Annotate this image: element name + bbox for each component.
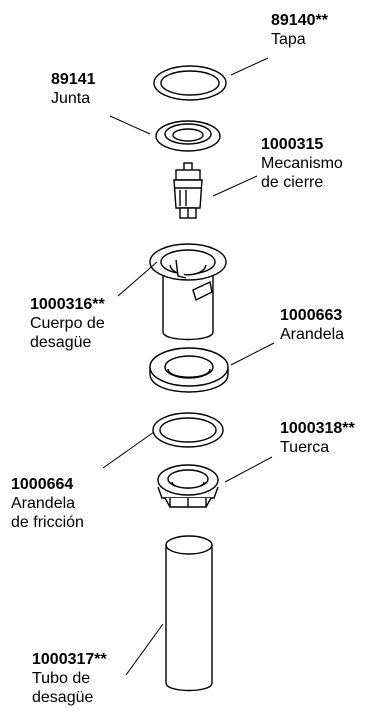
part-name-line2: de cierre [261, 174, 324, 191]
part-name-line2: de fricción [11, 514, 84, 531]
part-name-line2: desagüe [30, 334, 92, 351]
label-arandela-friccion: 1000664 Arandela de fricción [11, 475, 84, 532]
cuerpo-part [149, 243, 227, 341]
part-name: Arandela [11, 495, 76, 512]
part-number: 1000664 [11, 476, 74, 493]
part-name-line2: desagüe [32, 689, 94, 706]
label-junta: 89141 Junta [51, 70, 96, 108]
part-number: 89140** [271, 12, 328, 29]
label-mecanismo: 1000315 Mecanismo de cierre [261, 135, 343, 192]
leader-line-tuerca [224, 456, 273, 483]
leader-line-arandela-friccion [102, 431, 155, 469]
part-number: 1000316** [30, 296, 105, 313]
leader-line-mecanismo [212, 175, 258, 197]
leader-line-cuerpo [117, 261, 158, 297]
part-number: 1000663 [280, 307, 343, 324]
tubo-part [165, 535, 213, 692]
label-arandela: 1000663 Arandela [280, 306, 344, 344]
part-name: Mecanismo [261, 155, 343, 172]
tapa-part [153, 65, 227, 101]
part-name: Arandela [280, 326, 345, 343]
part-name: Junta [51, 90, 91, 107]
part-number: 1000317** [32, 651, 107, 668]
arandela-part [149, 347, 229, 393]
label-tuerca: 1000318** Tuerca [280, 419, 355, 457]
leader-line-junta [109, 115, 151, 135]
label-tapa: 89140** Tapa [271, 11, 328, 49]
junta-part [155, 120, 221, 152]
label-cuerpo: 1000316** Cuerpo de desagüe [30, 295, 105, 352]
part-number: 89141 [51, 71, 96, 88]
leader-line-tubo [125, 623, 164, 676]
mecanismo-part [173, 162, 203, 219]
part-number: 1000315 [261, 136, 324, 153]
part-number: 1000318** [280, 420, 355, 437]
arandela-friccion-part [152, 412, 224, 448]
label-tubo: 1000317** Tubo de desagüe [32, 650, 107, 707]
part-name: Tuerca [280, 439, 330, 456]
part-name: Cuerpo de [30, 315, 105, 332]
leader-line-tapa [230, 57, 269, 76]
leader-line-arandela [230, 342, 275, 366]
part-name: Tapa [271, 31, 306, 48]
part-name: Tubo de [32, 670, 91, 687]
tuerca-part [157, 464, 219, 508]
